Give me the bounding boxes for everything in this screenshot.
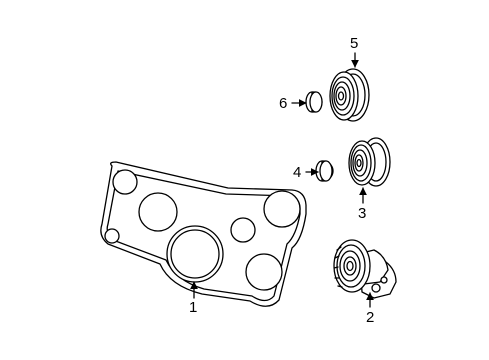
dust-cap-lower-icon[interactable] <box>315 160 334 182</box>
dust-cap-upper-icon[interactable] <box>305 91 323 113</box>
callout-6: 6 <box>279 95 287 112</box>
pulley-upper-mid <box>138 192 178 232</box>
callout-4: 4 <box>293 164 301 181</box>
callout-1: 1 <box>189 299 197 316</box>
callout-5: 5 <box>350 35 358 52</box>
pulley-lower-right <box>245 253 283 291</box>
serpentine-belt-icon[interactable] <box>100 161 307 307</box>
idler-pulley-lower-icon[interactable] <box>348 137 391 187</box>
callout-3: 3 <box>358 205 366 222</box>
pulley-upper-right <box>263 190 301 228</box>
pulley-crankshaft <box>166 225 224 283</box>
idler-pulley-upper-icon[interactable] <box>329 68 370 122</box>
pulley-idler-right <box>230 217 256 243</box>
pulley-small-left <box>104 228 120 244</box>
leader-lines <box>190 52 374 308</box>
pulley-upper-left <box>112 169 138 195</box>
belt-tensioner-icon[interactable] <box>333 239 397 299</box>
callout-2: 2 <box>366 309 374 326</box>
